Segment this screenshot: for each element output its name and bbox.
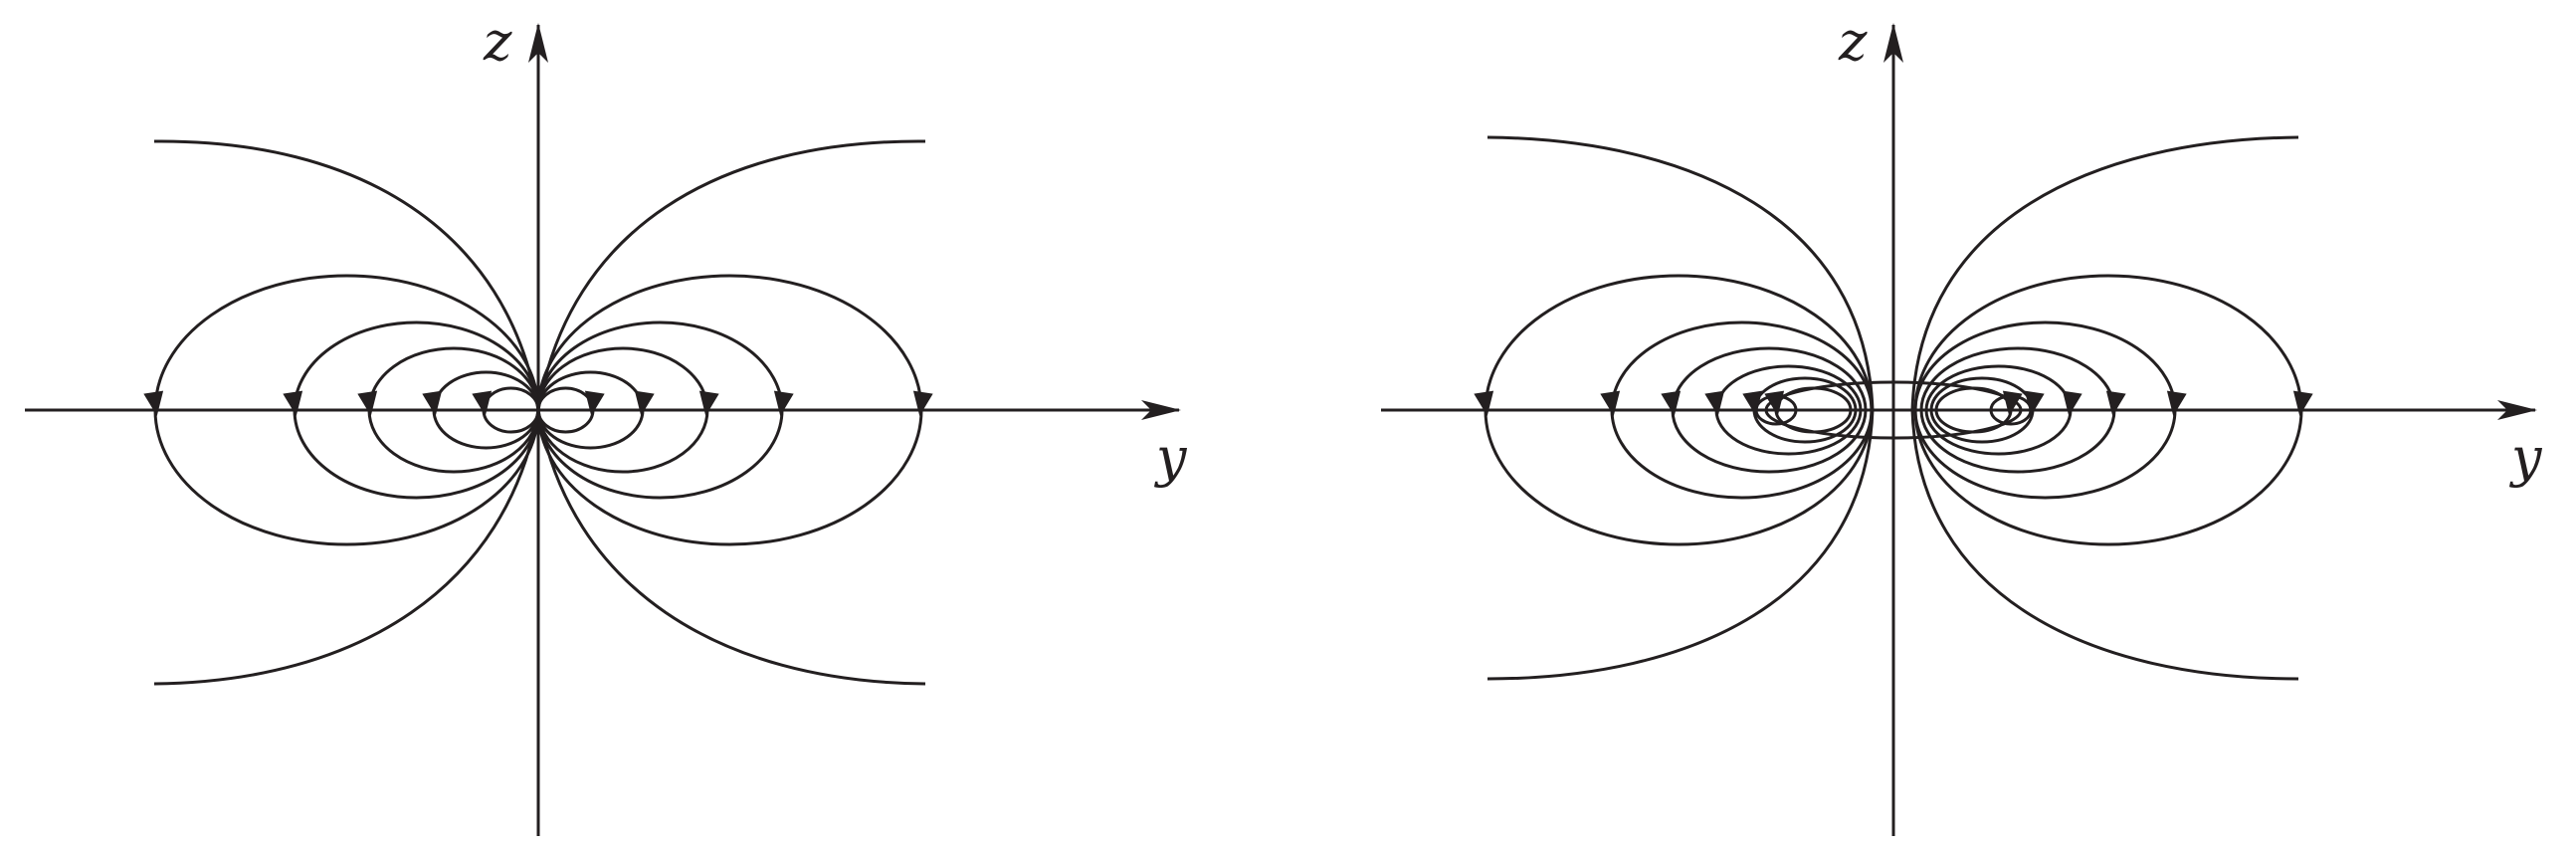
right-arrow-left-5: [1742, 390, 1763, 416]
left-arrow-right-5: [584, 390, 605, 416]
right-arrow-right-4: [2062, 390, 2082, 416]
left-arrow-right-4: [634, 390, 655, 416]
right-current-loop: [1764, 380, 2023, 440]
right-arrow-right-5: [2024, 390, 2045, 416]
left-arrowheads: [143, 390, 933, 416]
right-arrow-left-1: [1474, 390, 1494, 416]
right-arrow-left-3: [1661, 390, 1682, 416]
left-arrow-right-2: [773, 390, 794, 416]
left-open-line-bottom-left: [153, 409, 540, 686]
right-arrow-left-4: [1704, 390, 1725, 416]
left-arrow-left-2: [283, 390, 303, 416]
right-arrowheads: [1474, 390, 2313, 416]
left-arrow-left-4: [422, 390, 443, 416]
right-panel: [1381, 23, 2537, 836]
right-arrow-left-6: [1764, 390, 1785, 416]
left-open-line-top-right: [536, 139, 926, 411]
right-arrow-right-6: [2002, 390, 2023, 416]
right-arrow-right-1: [2292, 390, 2313, 416]
left-arrow-right-1: [912, 390, 933, 416]
right-arrow-right-2: [2166, 390, 2187, 416]
left-open-line-bottom-right: [536, 409, 926, 686]
right-arrow-left-2: [1600, 390, 1621, 416]
left-panel: [25, 23, 1181, 836]
left-z-label: z: [483, 10, 512, 73]
right-open-line-right: [1910, 135, 2299, 681]
left-y-label: y: [1154, 426, 1188, 489]
left-arrow-right-3: [698, 390, 719, 416]
left-open-line-top-left: [153, 139, 540, 411]
right-z-label: z: [1838, 10, 1868, 73]
right-open-line-left: [1486, 135, 1875, 681]
left-arrow-left-5: [472, 390, 493, 416]
right-y-label: y: [2509, 426, 2543, 489]
left-arrow-left-3: [357, 390, 378, 416]
right-arrow-right-3: [2105, 390, 2126, 416]
left-arrow-left-1: [143, 390, 164, 416]
